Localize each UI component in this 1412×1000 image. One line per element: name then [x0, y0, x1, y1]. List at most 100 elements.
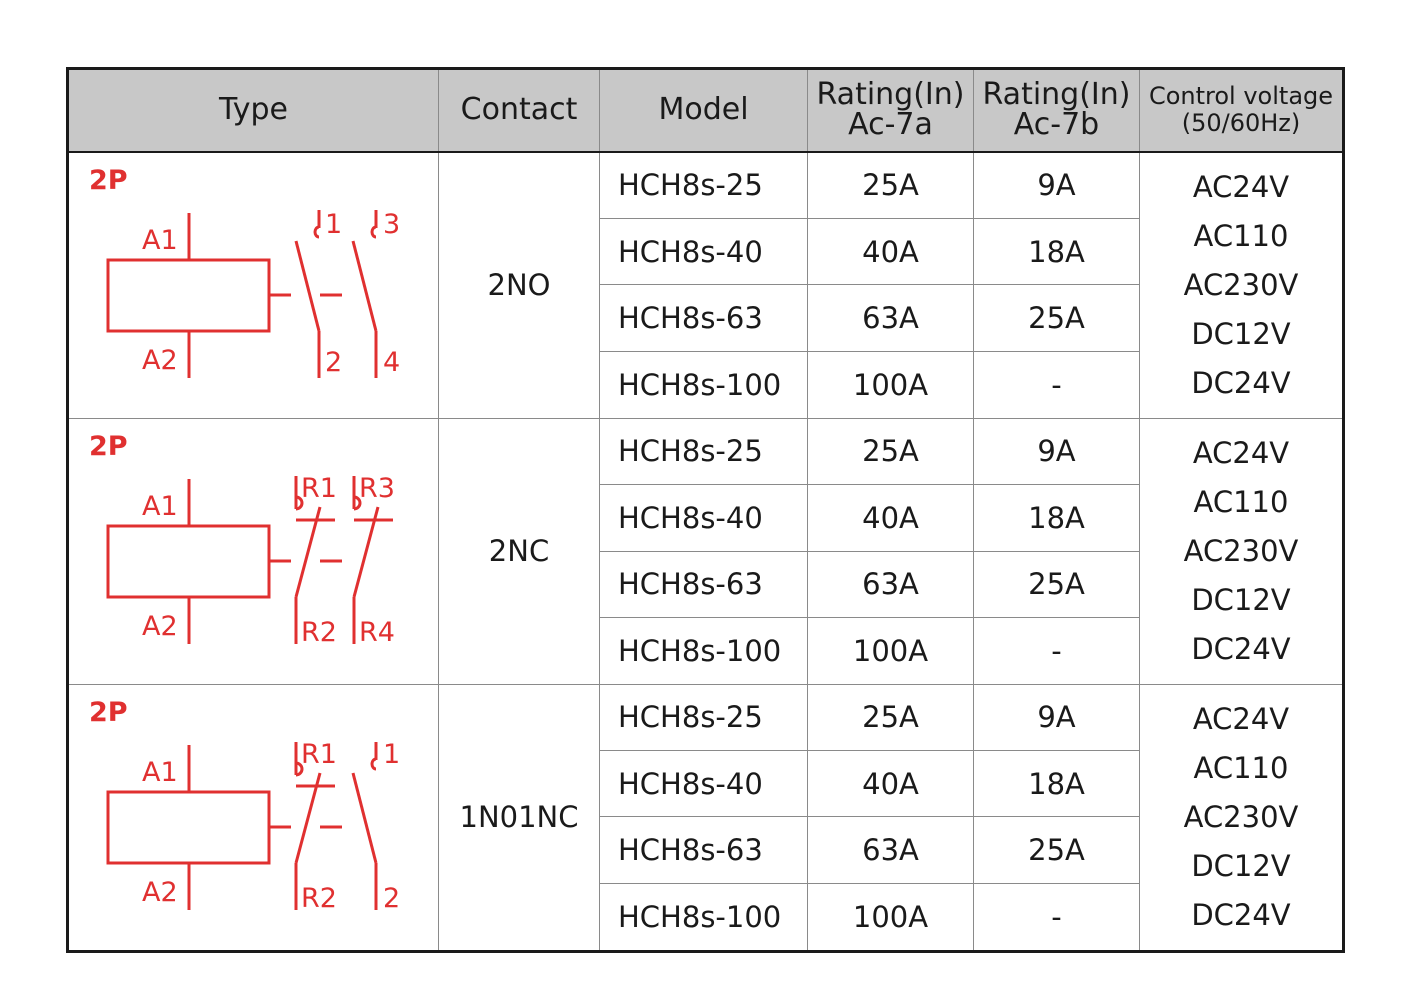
switch1-top-label: 1 [325, 209, 342, 240]
rating-ac7b-cell: 18A [973, 484, 1140, 552]
contact-cell: 2NO [438, 151, 600, 419]
header-rating-ac7a-line1: Rating(In) [816, 76, 965, 112]
pole-label: 2P [89, 165, 128, 196]
switch2-top-label: 3 [383, 209, 400, 240]
voltage-option: DC12V [1191, 316, 1291, 351]
wiring-symbol: 2P A1 A2 R1 R2 R3 R4 [89, 431, 395, 648]
switch1-bottom-label: R2 [301, 617, 337, 648]
rating-ac7a-cell: 63A [807, 550, 974, 618]
type-diagram-cell: 2P A1 A2 R1 R2 R3 R4 [67, 417, 439, 685]
header-rating-ac7b-line2: Ac-7b [1013, 107, 1100, 143]
rating-ac7b-cell: 25A [973, 816, 1140, 884]
coil-rect [106, 790, 271, 864]
voltage-option: AC230V [1183, 533, 1299, 568]
header-control-voltage: Control voltage (50/60Hz) [1139, 68, 1344, 153]
rating-ac7b-cell: 9A [973, 417, 1140, 485]
switch2-bottom-label: 4 [383, 347, 400, 378]
voltage-option: DC12V [1191, 848, 1291, 883]
coil-rect [106, 524, 271, 598]
model-cell: HCH8s-63 [599, 284, 808, 352]
voltage-option: AC110 [1193, 750, 1289, 785]
header-model: Model [599, 68, 808, 153]
coil-bottom-label: A2 [142, 877, 178, 908]
rating-ac7b-cell: 18A [973, 749, 1140, 818]
header-rating-ac7b-line1: Rating(In) [982, 76, 1131, 112]
wiring-symbol: 2P A1 A2 1 2 3 4 [89, 165, 400, 378]
header-type: Type [67, 68, 439, 153]
switch2-bottom-label: 2 [383, 883, 400, 914]
rating-ac7a-cell: 100A [807, 882, 974, 952]
switch1-bottom-label: R2 [301, 883, 337, 914]
rating-ac7b-cell: 25A [973, 284, 1140, 352]
header-contact: Contact [438, 68, 600, 153]
coil-bottom-label: A2 [142, 345, 178, 376]
model-cell: HCH8s-100 [599, 617, 808, 685]
model-cell: HCH8s-25 [599, 151, 808, 219]
rating-ac7a-cell: 63A [807, 816, 974, 884]
voltage-option: AC230V [1183, 267, 1299, 302]
rating-ac7b-cell: - [973, 350, 1140, 419]
model-cell: HCH8s-100 [599, 882, 808, 952]
spec-table: Type Contact Model Rating(In) Ac-7a Rati… [66, 67, 1345, 953]
voltage-option: DC24V [1191, 631, 1291, 666]
rating-ac7b-cell: 25A [973, 550, 1140, 618]
switch1-top-label: R1 [301, 739, 337, 770]
header-voltage-line1: Control voltage [1148, 81, 1334, 110]
voltage-option: AC24V [1192, 169, 1290, 204]
rating-ac7b-cell: - [973, 882, 1140, 952]
rating-ac7a-cell: 40A [807, 484, 974, 552]
rating-ac7a-cell: 40A [807, 749, 974, 818]
coil-top-label: A1 [142, 491, 178, 522]
type-diagram-cell: 2P A1 A2 R1 R2 1 2 [67, 683, 439, 952]
switch1-bottom-label: 2 [325, 347, 342, 378]
pole-label: 2P [89, 431, 128, 462]
rating-ac7b-cell: 9A [973, 683, 1140, 751]
header-row: Type Contact Model Rating(In) Ac-7a Rati… [67, 68, 1344, 153]
switch2-top-label: R3 [359, 473, 395, 504]
model-cell: HCH8s-100 [599, 350, 808, 419]
rating-ac7a-cell: 100A [807, 617, 974, 685]
model-cell: HCH8s-40 [599, 484, 808, 552]
rating-ac7a-cell: 63A [807, 284, 974, 352]
contact-cell: 2NC [438, 417, 600, 685]
pole-label: 2P [89, 697, 128, 728]
header-rating-ac7b: Rating(In) Ac-7b [973, 68, 1140, 153]
voltage-option: AC24V [1192, 701, 1290, 736]
rating-ac7a-cell: 25A [807, 417, 974, 485]
voltage-option: DC12V [1191, 582, 1291, 617]
header-rating-ac7a: Rating(In) Ac-7a [807, 68, 974, 153]
coil-bottom-label: A2 [142, 611, 178, 642]
coil-top-label: A1 [142, 757, 178, 788]
voltage-option: AC110 [1193, 484, 1289, 519]
switch2-top-label: 1 [383, 739, 400, 770]
wiring-symbol: 2P A1 A2 R1 R2 1 2 [89, 697, 400, 914]
rating-ac7a-cell: 25A [807, 683, 974, 751]
voltage-option: DC24V [1191, 365, 1291, 400]
rating-ac7b-cell: - [973, 617, 1140, 685]
rating-ac7b-cell: 18A [973, 217, 1140, 286]
model-cell: HCH8s-63 [599, 550, 808, 618]
switch2-bottom-label: R4 [359, 617, 395, 648]
model-cell: HCH8s-25 [599, 417, 808, 485]
voltage-option: AC230V [1183, 799, 1299, 834]
rating-ac7b-cell: 9A [973, 151, 1140, 219]
voltage-option: DC24V [1191, 897, 1291, 932]
model-cell: HCH8s-40 [599, 749, 808, 818]
model-cell: HCH8s-40 [599, 217, 808, 286]
rating-ac7a-cell: 25A [807, 151, 974, 219]
header-voltage-line2: (50/60Hz) [1181, 109, 1301, 138]
switch1-top-label: R1 [301, 473, 337, 504]
rating-ac7a-cell: 100A [807, 350, 974, 419]
model-cell: HCH8s-63 [599, 816, 808, 884]
